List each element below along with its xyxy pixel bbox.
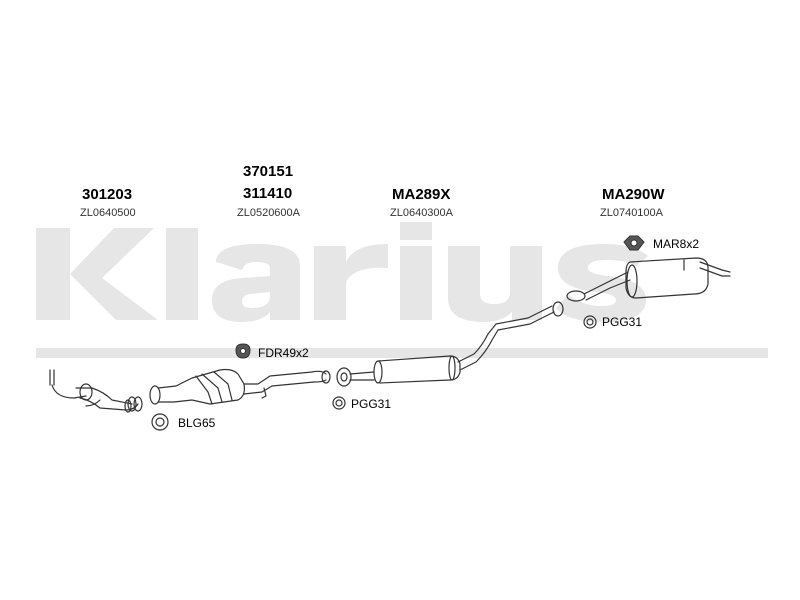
part-code-4a: MA290W — [602, 186, 665, 203]
part-ref-2: ZL0520600A — [237, 207, 300, 219]
klarius-watermark-logo — [36, 222, 768, 358]
part-code-1a: 301203 — [82, 186, 133, 203]
rear-silencer — [566, 257, 731, 302]
fitting-label-fdr: FDR49x2 — [258, 346, 309, 360]
pgg-gasket-mid-icon — [332, 396, 346, 410]
fitting-label-pgg-right: PGG31 — [602, 315, 643, 329]
catalytic-converter — [149, 368, 331, 405]
centre-section — [336, 301, 564, 387]
pgg-gasket-right-icon — [583, 315, 597, 329]
part-code-2b: 311410 — [243, 185, 293, 202]
part-code-3a: MA289X — [392, 186, 451, 203]
fitting-label-mar: MAR8x2 — [653, 237, 700, 251]
front-pipe — [49, 369, 143, 413]
part-code-2a: 370151 — [243, 163, 294, 180]
fitting-label-pgg-mid: PGG31 — [351, 397, 392, 411]
part-ref-4: ZL0740100A — [600, 207, 663, 219]
blg-clamp-icon — [151, 413, 169, 431]
part-ref-1: ZL0640500 — [80, 207, 136, 219]
part-ref-3: ZL0640300A — [390, 207, 453, 219]
fitting-label-blg: BLG65 — [178, 416, 216, 430]
